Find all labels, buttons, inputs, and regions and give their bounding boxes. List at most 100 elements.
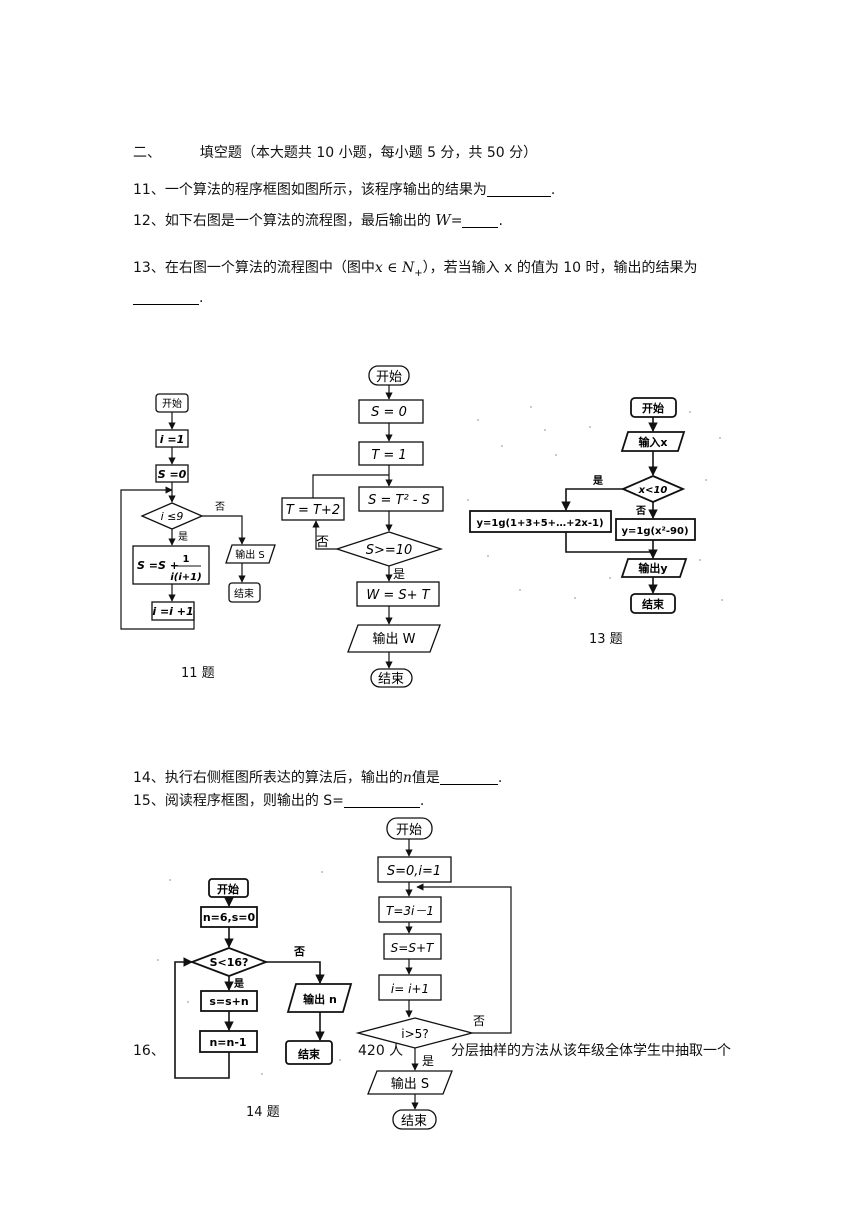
fc13-cond: x<10 <box>638 485 668 496</box>
fc15-output-box <box>367 1070 453 1095</box>
fc14-start: 开始 <box>217 882 239 896</box>
fc15-s-box <box>383 933 442 960</box>
fc13-input: 输入x <box>638 435 667 449</box>
q11-text: 11、一个算法的程序框图如图所示，该程序输出的结果为 <box>133 182 487 198</box>
answer-blank <box>486 182 551 197</box>
fc13-yes-branch: y=1g(1+3+5+…+2x-1) <box>476 518 603 529</box>
fc11-end: 结束 <box>234 587 254 600</box>
fc11-assign: S =S + <box>137 559 179 572</box>
q13-answer-line: . <box>133 290 203 306</box>
fc14-output-box <box>286 983 353 1013</box>
fc12-w: W = S+ T <box>366 588 430 603</box>
fc13-no: 否 <box>635 505 646 517</box>
flowchart-11: 开始 i =1 S =0 i ≤9 否 是 S =S + 1 i(i+1) i … <box>120 393 276 630</box>
fc12-cond: S>=10 <box>366 543 413 558</box>
section-title: 填空题（本大题共 10 小题，每小题 5 分，共 50 分） <box>199 145 538 161</box>
fc11-inc: i =i +1 <box>152 605 193 618</box>
q12-suffix: . <box>498 213 503 229</box>
fc14-assign: s=s+n <box>209 995 248 1008</box>
q14-text-2: 值是 <box>411 770 440 786</box>
fc15-t: T=3i－1 <box>386 904 434 918</box>
fc14-output: 输出 n <box>303 992 337 1006</box>
fc14-end-box <box>285 1040 333 1065</box>
fc12-no: 否 <box>316 535 329 550</box>
fc15-end: 结束 <box>401 1114 427 1129</box>
fc11-output-box <box>225 544 276 564</box>
fc11-init-i: i =1 <box>160 433 184 446</box>
fc12-inc: T = T+2 <box>286 503 340 518</box>
fc15-no: 否 <box>473 1014 485 1028</box>
question-14: 14、执行右侧框图所表达的算法后，输出的n值是. <box>133 767 502 787</box>
fc12-w-box <box>356 581 440 607</box>
question-13: 13、在右图一个算法的流程图中（图中x ∈ N+），若当输入 x 的值为 10 … <box>133 257 698 279</box>
fc13-yes: 是 <box>592 475 603 487</box>
q14-end: . <box>497 770 503 786</box>
fc13-yes-branch-box <box>469 510 612 533</box>
fc13-start: 开始 <box>642 401 664 415</box>
section-number: 二、 <box>133 145 161 161</box>
fc11-init-s: S =0 <box>158 468 187 481</box>
q15-text: 15、阅读程序框图，则输出的 S= <box>133 793 344 809</box>
fc14-no: 否 <box>293 945 305 958</box>
fc12-s0-box <box>358 399 424 424</box>
q11-suffix: . <box>550 182 556 198</box>
fc15-cond: i>5? <box>401 1027 428 1041</box>
fc12-loop-box <box>358 486 444 512</box>
fc14-dec: n=n-1 <box>209 1036 246 1049</box>
q14-text: 14、执行右侧框图所表达的算法后，输出的 <box>133 770 403 786</box>
q13-text: 13、在右图一个算法的流程图中（图中 <box>133 260 375 276</box>
fc12-end: 结束 <box>378 672 404 687</box>
fc12-t1: T = 1 <box>371 448 406 463</box>
caption-13: 13 题 <box>589 632 623 647</box>
fc15-output: 输出 S <box>391 1076 429 1092</box>
fc15-yes: 是 <box>422 1054 434 1068</box>
fc11-output: 输出 S <box>235 548 265 561</box>
caption-11: 11 题 <box>181 666 215 681</box>
fc14-cond: S<16? <box>210 956 249 969</box>
fc12-end-box <box>370 668 413 688</box>
fc15-inc-box <box>378 974 442 1001</box>
answer-blank <box>343 793 420 808</box>
fc13-no-branch: y=1g(x²-90) <box>621 526 688 537</box>
fc12-loop: S = T² - S <box>368 493 430 508</box>
q16-visible-tail: 420 人 <box>358 1043 404 1059</box>
question-16-start: 16、 <box>133 1040 165 1060</box>
fc14-yes: 是 <box>233 978 244 990</box>
fc13-input-box <box>620 431 686 452</box>
fc12-output-box <box>347 624 441 653</box>
fc13-output: 输出y <box>638 561 667 575</box>
fc13-end: 结束 <box>641 597 665 611</box>
fc11-no: 否 <box>215 501 225 513</box>
q16-number: 16、 <box>133 1043 165 1059</box>
fc11-end-box <box>228 582 261 603</box>
fc15-s: S=S+T <box>391 941 435 955</box>
section-header: 二、 填空题（本大题共 10 小题，每小题 5 分，共 50 分） <box>133 142 537 162</box>
fc11-assign-box <box>132 545 210 585</box>
fc11-yes: 是 <box>178 531 188 543</box>
fc15-start: 开始 <box>396 823 422 838</box>
fc11-cond: i ≤9 <box>161 510 184 523</box>
scan-noise <box>467 406 723 601</box>
fc12-s0: S = 0 <box>371 405 407 420</box>
question-16-tail: 分层抽样的方法从该年级全体学生中抽取一个 <box>451 1040 731 1060</box>
fc12-output: 输出 W <box>373 631 416 647</box>
flowchart-15: 开始 S=0,i=1 T=3i－1 S=S+T i= i+1 i>5? 否 是 … <box>355 817 512 1130</box>
flowchart-14: 开始 n=6,s=0 S<16? 否 是 s=s+n n=n-1 输出 n 结束 <box>157 871 353 1079</box>
fc15-init-box <box>377 856 452 883</box>
fc11-frac-num: 1 <box>183 554 190 565</box>
q13-end: . <box>199 290 204 306</box>
scan-noise <box>157 871 341 1075</box>
question-15: 15、阅读程序框图，则输出的 S=. <box>133 790 424 810</box>
fc12-start: 开始 <box>376 370 402 385</box>
q16-tail: 分层抽样的方法从该年级全体学生中抽取一个 <box>451 1043 731 1059</box>
fc13-no-branch-box <box>615 518 696 541</box>
fc15-inc: i= i+1 <box>391 982 429 996</box>
fc11-start: 开始 <box>162 397 182 410</box>
fc14-end: 结束 <box>297 1047 321 1061</box>
fc13-output-box <box>620 558 688 578</box>
q13-math-sub: + <box>414 267 423 279</box>
fc14-init: n=6,s=0 <box>203 911 256 924</box>
q12-text: 12、如下右图是一个算法的流程图，最后输出的 <box>133 213 431 229</box>
